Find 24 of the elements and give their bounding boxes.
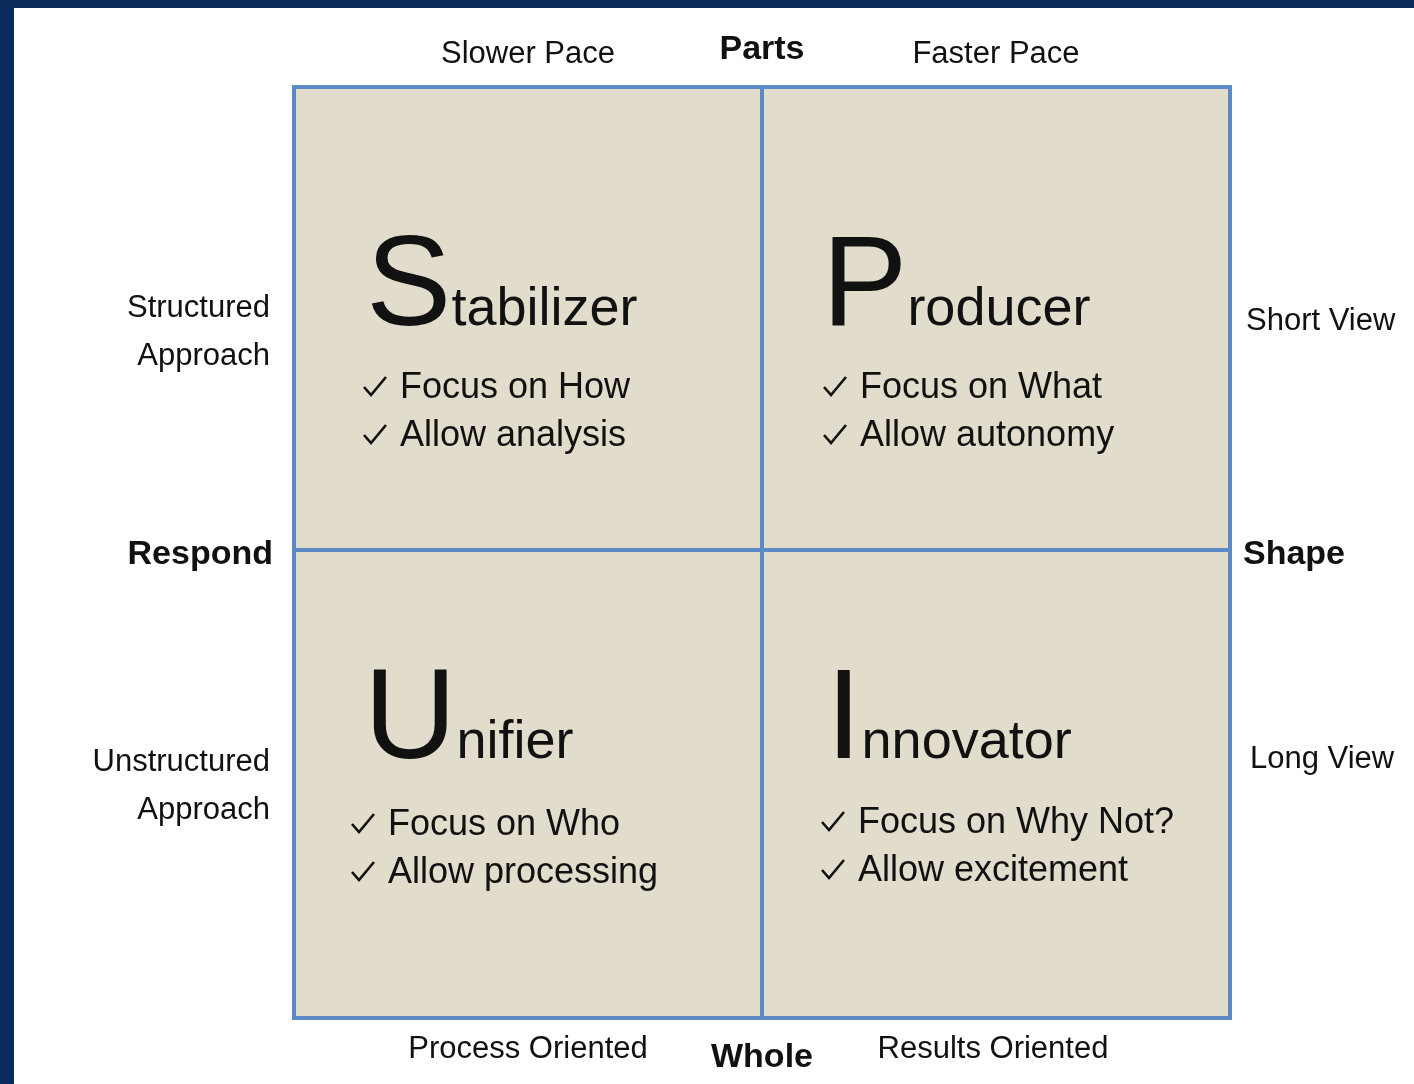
axis-title: Shape (1243, 532, 1346, 573)
axis-label: Unstructured Approach (91, 742, 270, 828)
quadrant-title: Stabilizer (366, 217, 638, 354)
axis-label: Long View (1250, 739, 1395, 777)
axis-title: Whole (711, 1035, 813, 1076)
quadrant-bullet: Allow autonomy (860, 412, 1115, 456)
quadrant-title: Unifier (364, 650, 574, 787)
axis-label: Structured Approach (126, 288, 270, 374)
quadrant-bullet: Focus on What (860, 364, 1103, 408)
axis-label: Results Oriented (877, 1029, 1109, 1067)
axis-label: Slower Pace (441, 34, 615, 72)
axis-label: Faster Pace (912, 34, 1080, 72)
axis-title: Respond (127, 532, 273, 573)
quadrant-bullet: Allow excitement (858, 847, 1129, 891)
axis-title: Parts (719, 27, 805, 68)
quadrant-bullet: Focus on Why Not? (858, 799, 1175, 843)
axis-label: Short View (1246, 301, 1396, 339)
axis-label: Process Oriented (408, 1029, 648, 1067)
quadrant-bullet: Allow analysis (400, 412, 627, 456)
quadrant-bullet: Allow processing (388, 849, 659, 893)
quadrant-bullet: Focus on Who (388, 801, 621, 845)
quadrant-title: Producer (822, 217, 1091, 354)
quadrant-bullet: Focus on How (400, 364, 631, 408)
quadrant-title: Innovator (826, 650, 1072, 787)
